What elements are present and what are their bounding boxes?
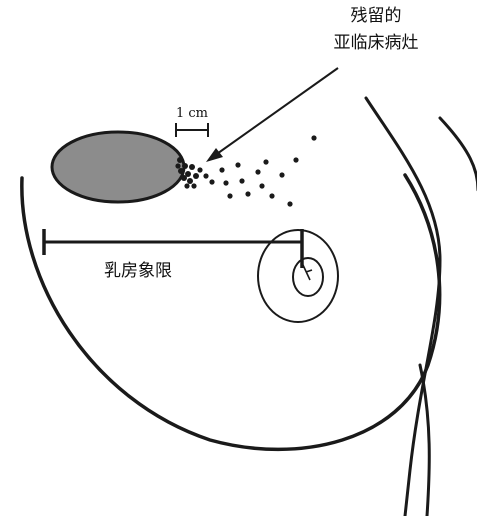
scale-bar <box>176 123 208 137</box>
annotation-line-1: 残留的 <box>351 6 402 26</box>
areola <box>258 230 338 322</box>
scattered-lesions <box>203 135 316 206</box>
annotation-arrow <box>214 68 338 156</box>
quadrant-dimension-line <box>44 229 302 268</box>
torso-contour-right <box>440 118 477 190</box>
residual-tumor <box>52 132 184 202</box>
scale-label: 1 cm <box>176 106 208 121</box>
nipple-mark <box>303 265 312 280</box>
lesion-cluster <box>175 157 202 189</box>
breast-outline <box>22 175 440 449</box>
quadrant-label: 乳房象限 <box>104 261 172 281</box>
arrow-head <box>206 148 223 162</box>
annotation-line-2: 亚临床病灶 <box>334 33 419 53</box>
